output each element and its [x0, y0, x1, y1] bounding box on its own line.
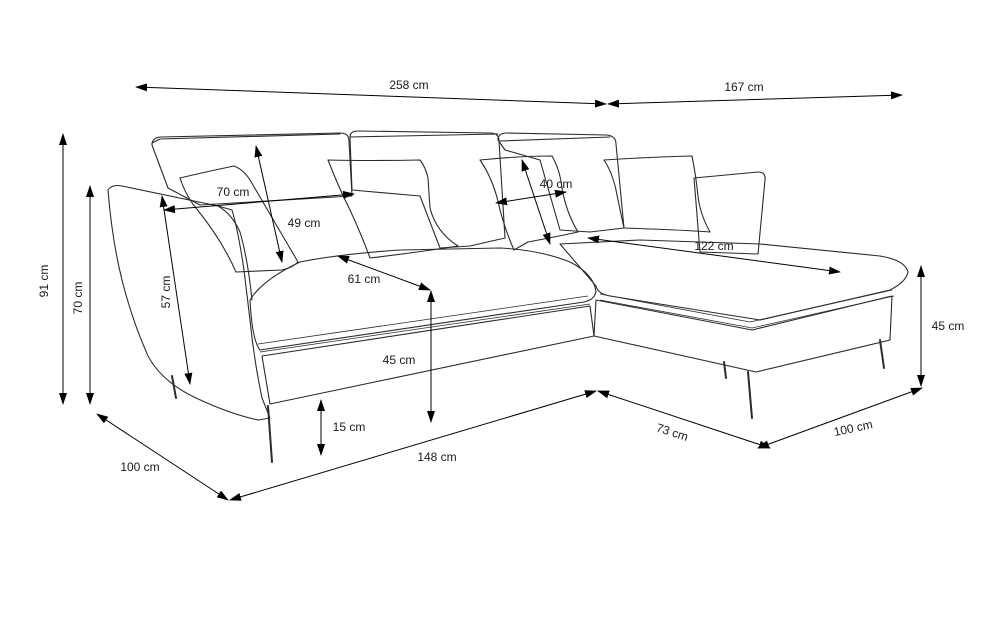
label-armrest-height: 70 cm [71, 282, 85, 315]
label-chaise-width: 73 cm [655, 420, 690, 443]
dim-line-chaise-length [607, 91, 903, 108]
dimension-lines [59, 83, 925, 501]
seat-piping [257, 295, 591, 353]
leg-chaise-right [879, 339, 885, 369]
leg-chaise-front [747, 371, 753, 419]
left-armrest [107, 184, 271, 421]
leg-chaise-back [723, 361, 727, 379]
dim-line-depth [96, 413, 229, 501]
chaise-back-panel [693, 171, 766, 255]
leg-back-left [171, 375, 177, 399]
sofa-base-front [261, 305, 595, 405]
dim-line-pillow-height [254, 145, 284, 263]
label-chaise-height: 45 cm [932, 319, 965, 333]
label-chaise-depth: 100 cm [832, 417, 873, 439]
sofa-drawing [107, 130, 909, 463]
label-depth: 100 cm [120, 460, 159, 474]
label-chaise-seat-length: 122 cm [694, 239, 733, 253]
label-total-height: 91 cm [37, 265, 51, 298]
main-seat-cushion [249, 247, 597, 351]
label-pillow-height: 49 cm [288, 216, 321, 230]
label-seat-height: 45 cm [383, 353, 416, 367]
dim-line-small-pillow-width [495, 189, 567, 206]
label-leg-height: 15 cm [333, 420, 366, 434]
dim-line-chaise-depth [757, 387, 923, 449]
dimension-labels: 258 cm 167 cm 91 cm 70 cm 57 cm 70 cm 49… [37, 78, 964, 474]
backrest-top-edge [151, 133, 611, 144]
chaise-seat-cushion [559, 239, 909, 321]
label-pillow-width: 70 cm [217, 185, 250, 199]
label-chaise-length: 167 cm [724, 80, 763, 94]
dim-line-seat-depth [337, 255, 431, 291]
label-total-width: 258 cm [389, 78, 428, 92]
chaise-base [593, 295, 893, 373]
label-seat-depth: 61 cm [348, 272, 381, 286]
dim-line-small-pillow-height [521, 159, 551, 245]
label-inner-height: 57 cm [159, 276, 173, 309]
label-sofa-length: 148 cm [417, 450, 456, 464]
pillow-right-2 [603, 155, 711, 233]
back-cushion-right [497, 132, 625, 233]
dim-line-sofa-length [229, 390, 597, 501]
dim-line-inner-height [159, 195, 193, 385]
dim-line-chaise-width [597, 390, 771, 449]
back-cushion-left [151, 132, 353, 206]
dim-line-total-width [135, 83, 607, 108]
dim-line-chaise-seat-length [587, 235, 841, 275]
pillow-right-1 [479, 155, 579, 251]
leg-front-left [267, 405, 273, 463]
back-cushion-middle [349, 130, 506, 249]
label-small-pillow: 40 cm [540, 177, 573, 191]
